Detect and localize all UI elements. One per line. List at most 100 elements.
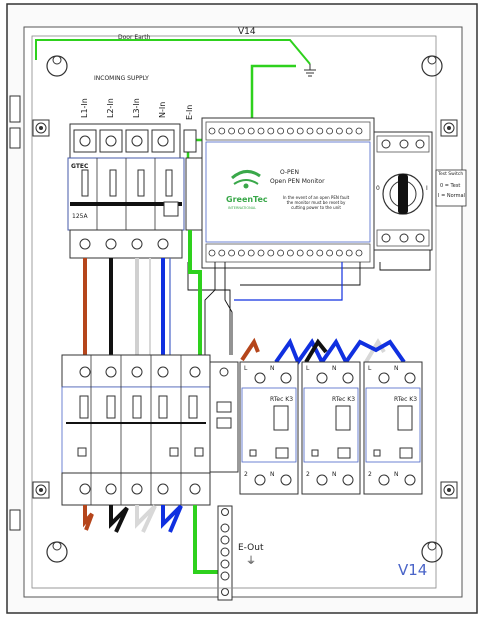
enclosure-code-top: V14 bbox=[238, 27, 256, 37]
keyhole-top-left-icon bbox=[46, 55, 68, 77]
keyhole-bottom-right-icon bbox=[421, 541, 443, 563]
monitor-title: O-PEN bbox=[280, 169, 299, 176]
monitor-note: In the event of an open PEN fault the mo… bbox=[282, 195, 350, 211]
monitor-terminal-top bbox=[277, 127, 285, 135]
monitor-terminal-bottom bbox=[277, 249, 285, 257]
keyhole-bottom-left-icon bbox=[46, 541, 68, 563]
monitor-terminal-top bbox=[257, 127, 265, 135]
monitor-terminal-bottom bbox=[228, 249, 236, 257]
earth-out-label: E-Out bbox=[238, 543, 264, 553]
monitor-terminal-top bbox=[267, 127, 275, 135]
out-tail-blue bbox=[161, 504, 183, 533]
monitor-terminal-bottom bbox=[316, 249, 324, 257]
rcbo-label: RTec K3 bbox=[394, 396, 418, 403]
rcbo-terminal-top-left: L bbox=[368, 365, 372, 372]
monitor-terminal-bottom bbox=[257, 249, 265, 257]
rcbo-part bbox=[273, 405, 289, 431]
rcbo-supply-brown bbox=[240, 337, 260, 362]
rcbo-part bbox=[397, 405, 413, 431]
monitor-terminal-top bbox=[228, 127, 236, 135]
monitor-terminal-top bbox=[345, 127, 353, 135]
rcbo-module bbox=[239, 361, 299, 495]
rcbo-terminal-top-left: L bbox=[306, 365, 310, 372]
rcbo-part bbox=[316, 474, 328, 486]
rcbo-part bbox=[373, 449, 381, 457]
out-tail-green bbox=[193, 505, 222, 574]
rcbo-terminal-top-right: N bbox=[332, 365, 337, 372]
hinge-top bbox=[9, 95, 21, 123]
monitor-brand-tag: INTERNATIONAL bbox=[228, 206, 257, 210]
rcbo-label: RTec K3 bbox=[270, 396, 294, 403]
test-switch-line2: I = Normal bbox=[438, 193, 465, 199]
monitor-terminal-bottom bbox=[296, 249, 304, 257]
monitor-terminal-bottom bbox=[345, 249, 353, 257]
monitor-terminal-top bbox=[316, 127, 324, 135]
hinge-lower bbox=[9, 509, 21, 531]
monitor-terminal-bottom bbox=[326, 249, 334, 257]
rcbo-part bbox=[399, 447, 413, 459]
test-switch-unit bbox=[373, 131, 433, 251]
rcbo-module bbox=[363, 361, 423, 495]
terminal-label-earth-in: E-In bbox=[185, 104, 194, 120]
rcbo-terminal-bottom-left: 2 bbox=[244, 471, 248, 478]
monitor-terminal-bottom bbox=[247, 249, 255, 257]
rcbo-part bbox=[378, 372, 390, 384]
rcbo-part bbox=[254, 474, 266, 486]
monitor-terminal-top bbox=[296, 127, 304, 135]
rcbo-part bbox=[404, 474, 416, 486]
main-breaker-rating: 125A bbox=[72, 213, 88, 220]
test-switch-pos-right: I bbox=[426, 185, 428, 192]
fixing-screw-right-top-icon bbox=[440, 119, 458, 137]
rcbo-part bbox=[303, 387, 359, 463]
keyhole-top-right-icon bbox=[421, 55, 443, 77]
rcbo-terminal-bottom-right: N bbox=[394, 471, 399, 478]
monitor-terminal-bottom bbox=[208, 249, 216, 257]
rcbo-part bbox=[254, 372, 266, 384]
monitor-terminal-top bbox=[306, 127, 314, 135]
monitor-terminal-bottom bbox=[355, 249, 363, 257]
rcbo-part bbox=[316, 372, 328, 384]
monitor-terminal-top bbox=[208, 127, 216, 135]
rcbo-terminal-bottom-right: N bbox=[270, 471, 275, 478]
rcbo-part bbox=[275, 447, 289, 459]
monitor-terminal-bottom bbox=[306, 249, 314, 257]
rcbo-terminal-top-right: N bbox=[394, 365, 399, 372]
monitor-terminal-top bbox=[355, 127, 363, 135]
out-tail-brown bbox=[83, 505, 94, 531]
hinge-upper bbox=[9, 127, 21, 149]
out-tail-black bbox=[109, 505, 129, 533]
control-wire-6 bbox=[379, 250, 431, 271]
isolator-bottom-terminals bbox=[69, 229, 183, 259]
incoming-supply-title: INCOMING SUPPLY bbox=[94, 75, 149, 82]
rcbo-part bbox=[365, 387, 421, 463]
terminal-label-l2: L2-In bbox=[106, 98, 115, 118]
rcbo-label: RTec K3 bbox=[332, 396, 356, 403]
monitor-terminal-bottom bbox=[286, 249, 294, 257]
rcbo-part bbox=[378, 474, 390, 486]
earth-out-symbol-icon: ⏚ bbox=[246, 556, 256, 567]
rcbo-terminal-bottom-right: N bbox=[332, 471, 337, 478]
control-relay-module bbox=[209, 361, 239, 473]
door-earth-label: Door Earth bbox=[118, 34, 151, 41]
rcbo-supply-blue-2 bbox=[344, 339, 406, 364]
earth-bar bbox=[217, 505, 233, 601]
rcbo-supply-blue-1 bbox=[274, 337, 348, 367]
control-wire-3 bbox=[240, 262, 361, 286]
monitor-terminal-bottom bbox=[218, 249, 226, 257]
monitor-terminal-top bbox=[286, 127, 294, 135]
monitor-terminal-bottom bbox=[267, 249, 275, 257]
rcbo-terminal-top-left: L bbox=[244, 365, 248, 372]
terminal-label-l3: L3-In bbox=[132, 98, 141, 118]
incoming-terminal-block bbox=[69, 123, 197, 159]
rcbo-terminal-top-right: N bbox=[270, 365, 275, 372]
control-wire-1 bbox=[204, 262, 216, 355]
control-wire-5 bbox=[187, 262, 231, 355]
monitor-subtitle: Open PEN Monitor bbox=[270, 178, 325, 185]
fixing-screw-right-bottom-icon bbox=[440, 481, 458, 499]
monitor-brand-name: GreenTec bbox=[226, 195, 268, 204]
door-earth-wire bbox=[35, 39, 311, 65]
monitor-terminals bbox=[208, 127, 363, 257]
rcbo-part bbox=[241, 387, 297, 463]
